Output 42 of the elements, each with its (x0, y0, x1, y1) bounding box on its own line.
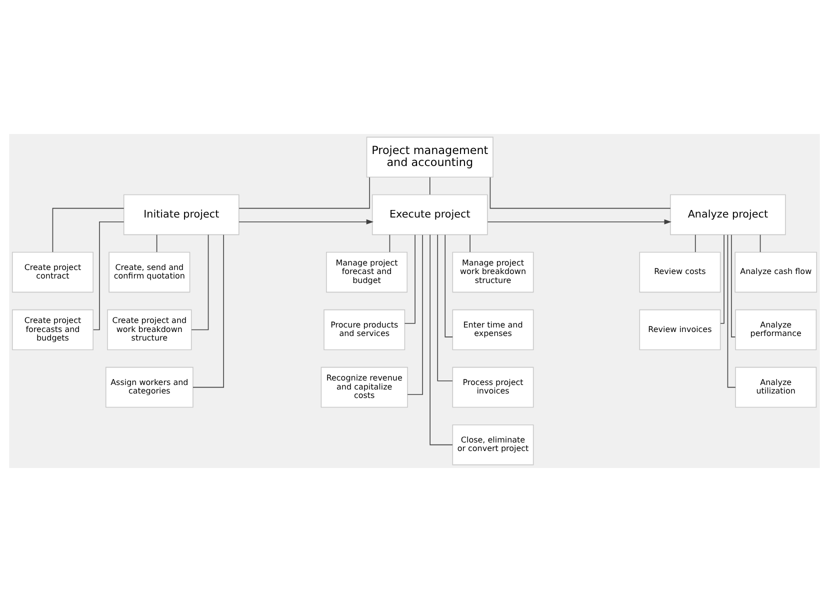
node-box: Analyze cash flow (734, 251, 818, 292)
node-box: Project management and accounting (366, 136, 494, 178)
node-box: Manage project work breakdown structure (452, 251, 534, 292)
connector (92, 221, 124, 330)
connector (52, 207, 124, 252)
node-box: Enter time and expenses (452, 308, 534, 350)
connector (404, 234, 416, 324)
node-box: Process project invoices (452, 366, 534, 408)
node-box: Review invoices (639, 308, 721, 350)
node-box: Create project forecasts and budgets (12, 308, 94, 350)
node-box: Analyze performance (735, 308, 817, 350)
node-box: Execute project (372, 194, 488, 235)
connector (727, 234, 736, 388)
connector (192, 234, 224, 388)
connector (156, 234, 158, 252)
connector (437, 234, 453, 381)
node-box: Review costs (639, 251, 721, 292)
connector (760, 234, 761, 252)
connector (430, 234, 453, 445)
node-box: Manage project forecast and budget (326, 251, 408, 292)
connector (238, 176, 370, 208)
connector (389, 234, 390, 252)
node-box: Close, eliminate or convert project (452, 424, 534, 465)
node-box: Initiate project (123, 194, 240, 235)
node-box: Assign workers and categories (105, 366, 194, 408)
node-box: Recognize revenue and capitalize costs (320, 366, 408, 408)
connector (191, 234, 209, 330)
arrow (238, 218, 374, 224)
connector (694, 234, 696, 252)
connector (720, 234, 724, 324)
connector (731, 234, 736, 337)
connector (407, 234, 423, 394)
node-box: Analyze utilization (735, 366, 817, 408)
node-box: Procure products and services (324, 308, 406, 350)
node-box: Create, send and confirm quotation (108, 251, 190, 292)
arrow (487, 218, 672, 224)
node-box: Create project contract (12, 251, 94, 292)
connector (490, 176, 671, 208)
node-box: Create project and work breakdown structure (107, 308, 192, 350)
connector (429, 176, 430, 194)
connector (444, 234, 454, 337)
node-box: Analyze project (670, 194, 786, 235)
